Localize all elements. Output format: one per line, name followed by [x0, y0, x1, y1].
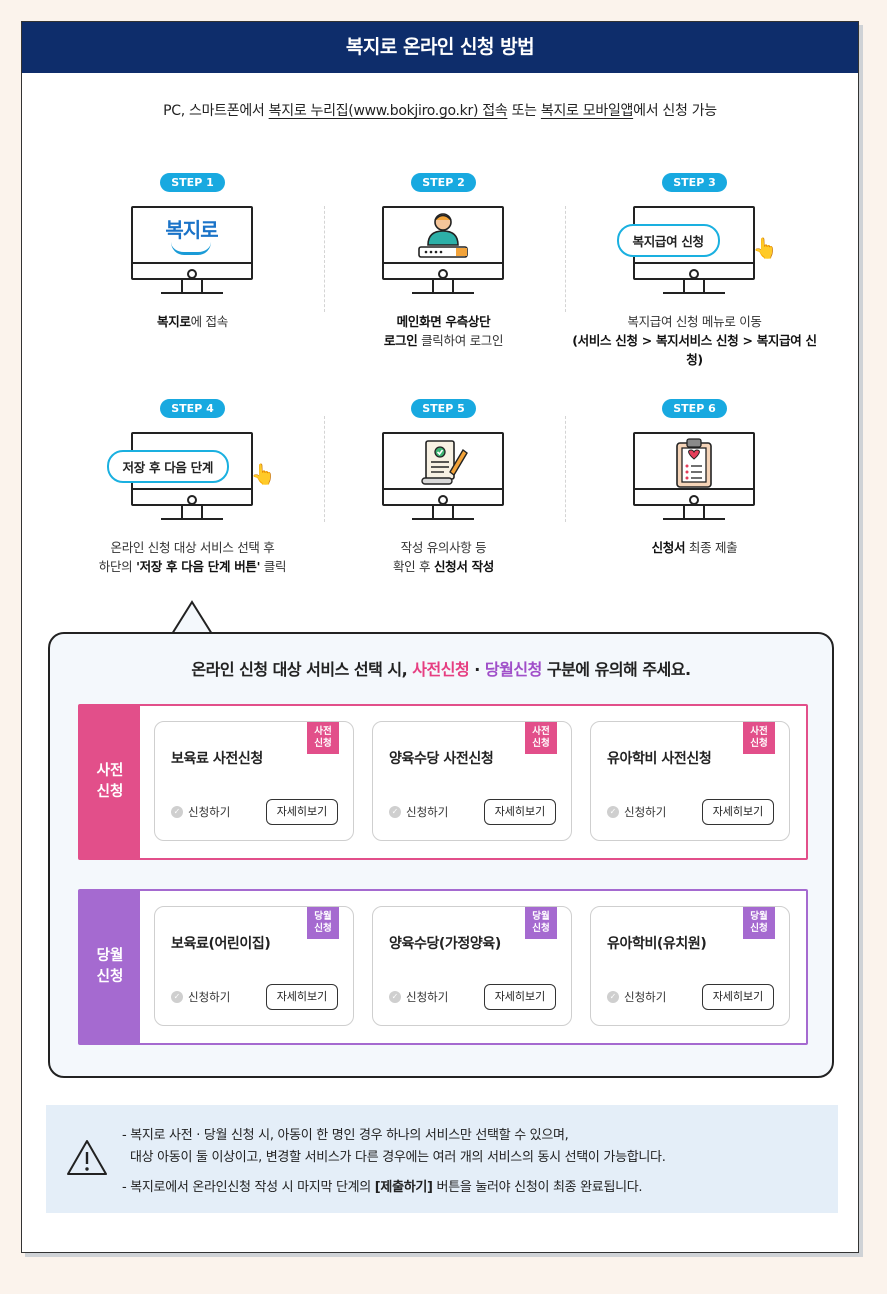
step-badge: STEP 4 [160, 399, 225, 418]
logo-smile [170, 242, 211, 255]
check-icon: ✓ [389, 991, 401, 1003]
speech-tail [172, 600, 213, 636]
check-icon: ✓ [171, 991, 183, 1003]
divider [324, 206, 325, 312]
warning-line: 대상 아동이 둘 이상이고, 변경할 서비스가 다른 경우에는 여러 개의 서비… [130, 1150, 666, 1165]
intro-middle: 또는 [507, 103, 541, 119]
divider [565, 206, 566, 312]
apply-checkbox[interactable]: ✓신청하기 [389, 989, 448, 1005]
bokjiro-logo-icon: 복지로 [165, 218, 218, 242]
apply-benefit-button: 복지급여 신청 [616, 224, 720, 257]
page-title: 복지로 온라인 신청 방법 [22, 22, 858, 73]
document-pen-icon [420, 440, 468, 485]
apply-checkbox[interactable]: ✓신청하기 [171, 989, 230, 1005]
step-badge: STEP 3 [662, 173, 727, 192]
detail-button[interactable]: 자세히보기 [266, 799, 338, 825]
step-badge: STEP 5 [411, 399, 476, 418]
check-icon: ✓ [389, 806, 401, 818]
monitor-icon [381, 432, 506, 542]
step-badge: STEP 1 [160, 173, 225, 192]
guide-card: 복지로 온라인 신청 방법 PC, 스마트폰에서 복지로 누리집(www.bok… [21, 21, 859, 1253]
save-next-step-button: 저장 후 다음 단계 [106, 450, 230, 483]
monitor-icon [381, 206, 506, 316]
service-name: 보육료(어린이집) [171, 936, 271, 952]
apply-checkbox[interactable]: ✓신청하기 [389, 804, 448, 820]
monitor-icon: 저장 후 다음 단계 👆 [106, 432, 275, 542]
divider [565, 416, 566, 522]
apply-checkbox[interactable]: ✓신청하기 [607, 989, 666, 1005]
warning-box: - 복지로 사전 · 당월 신청 시, 아동이 한 명인 경우 하나의 서비스만… [46, 1105, 838, 1213]
notice-title: 온라인 신청 대상 서비스 선택 시, 사전신청 · 당월신청 구분에 유의해 … [191, 660, 691, 679]
bokjiro-site-link[interactable]: 복지로 누리집(www.bokjiro.go.kr) 접속 [268, 103, 508, 119]
service-name: 보육료 사전신청 [171, 751, 263, 767]
step-badge: STEP 2 [411, 173, 476, 192]
detail-button[interactable]: 자세히보기 [266, 984, 338, 1010]
monitor-icon [632, 432, 757, 542]
step-3: STEP 3 복지급여 신청 👆 복지급여 신청 메뉴로 이동(서비스 신청 >… [569, 171, 820, 369]
apply-checkbox[interactable]: ✓신청하기 [607, 804, 666, 820]
step-caption: 신청서 최종 제출 [651, 540, 738, 555]
monitor-icon: 복지급여 신청 👆 [616, 206, 777, 316]
detail-button[interactable]: 자세히보기 [484, 984, 556, 1010]
detail-button[interactable]: 자세히보기 [484, 799, 556, 825]
monitor-icon: 복지로 [130, 206, 255, 316]
clipboard-heart-icon [675, 438, 712, 488]
warning-line: - 복지로 사전 · 당월 신청 시, 아동이 한 명인 경우 하나의 서비스만… [122, 1128, 569, 1143]
bokjiro-app-link[interactable]: 복지로 모바일앱 [540, 103, 634, 119]
step-6: STEP 6 신청서 최종 제출 [569, 397, 820, 557]
check-icon: ✓ [171, 806, 183, 818]
intro-prefix: PC, 스마트폰에서 [163, 103, 269, 119]
apply-checkbox[interactable]: ✓신청하기 [171, 804, 230, 820]
step-caption: 복지급여 신청 메뉴로 이동(서비스 신청 > 복지서비스 신청 > 복지급여 … [572, 314, 817, 367]
service-name: 유아학비 사전신청 [607, 751, 712, 767]
service-name: 유아학비(유치원) [607, 936, 707, 952]
pointer-hand-icon: 👆 [752, 236, 778, 260]
detail-button[interactable]: 자세히보기 [702, 799, 774, 825]
intro-text: PC, 스마트폰에서 복지로 누리집(www.bokjiro.go.kr) 접속… [22, 100, 858, 120]
check-icon: ✓ [607, 991, 619, 1003]
service-name: 양육수당 사전신청 [389, 751, 494, 767]
warning-line: - 복지로에서 온라인신청 작성 시 마지막 단계의 [제출하기] 버튼을 눌러… [122, 1180, 643, 1195]
warning-icon [67, 1140, 107, 1175]
divider [324, 416, 325, 522]
service-name: 양육수당(가정양육) [389, 936, 501, 952]
step-1: STEP 1 복지로 복지로에 접속 [67, 171, 318, 331]
step-badge: STEP 6 [662, 399, 727, 418]
pointer-hand-icon: 👆 [250, 462, 276, 486]
warning-text: - 복지로 사전 · 당월 신청 시, 아동이 한 명인 경우 하나의 서비스만… [122, 1125, 666, 1199]
check-icon: ✓ [607, 806, 619, 818]
intro-suffix: 에서 신청 가능 [633, 103, 717, 119]
detail-button[interactable]: 자세히보기 [702, 984, 774, 1010]
notice-panel: 온라인 신청 대상 서비스 선택 시, 사전신청 · 당월신청 구분에 유의해 … [48, 632, 834, 1078]
step-caption: 복지로에 접속 [157, 314, 228, 329]
user-login-icon [417, 213, 468, 258]
